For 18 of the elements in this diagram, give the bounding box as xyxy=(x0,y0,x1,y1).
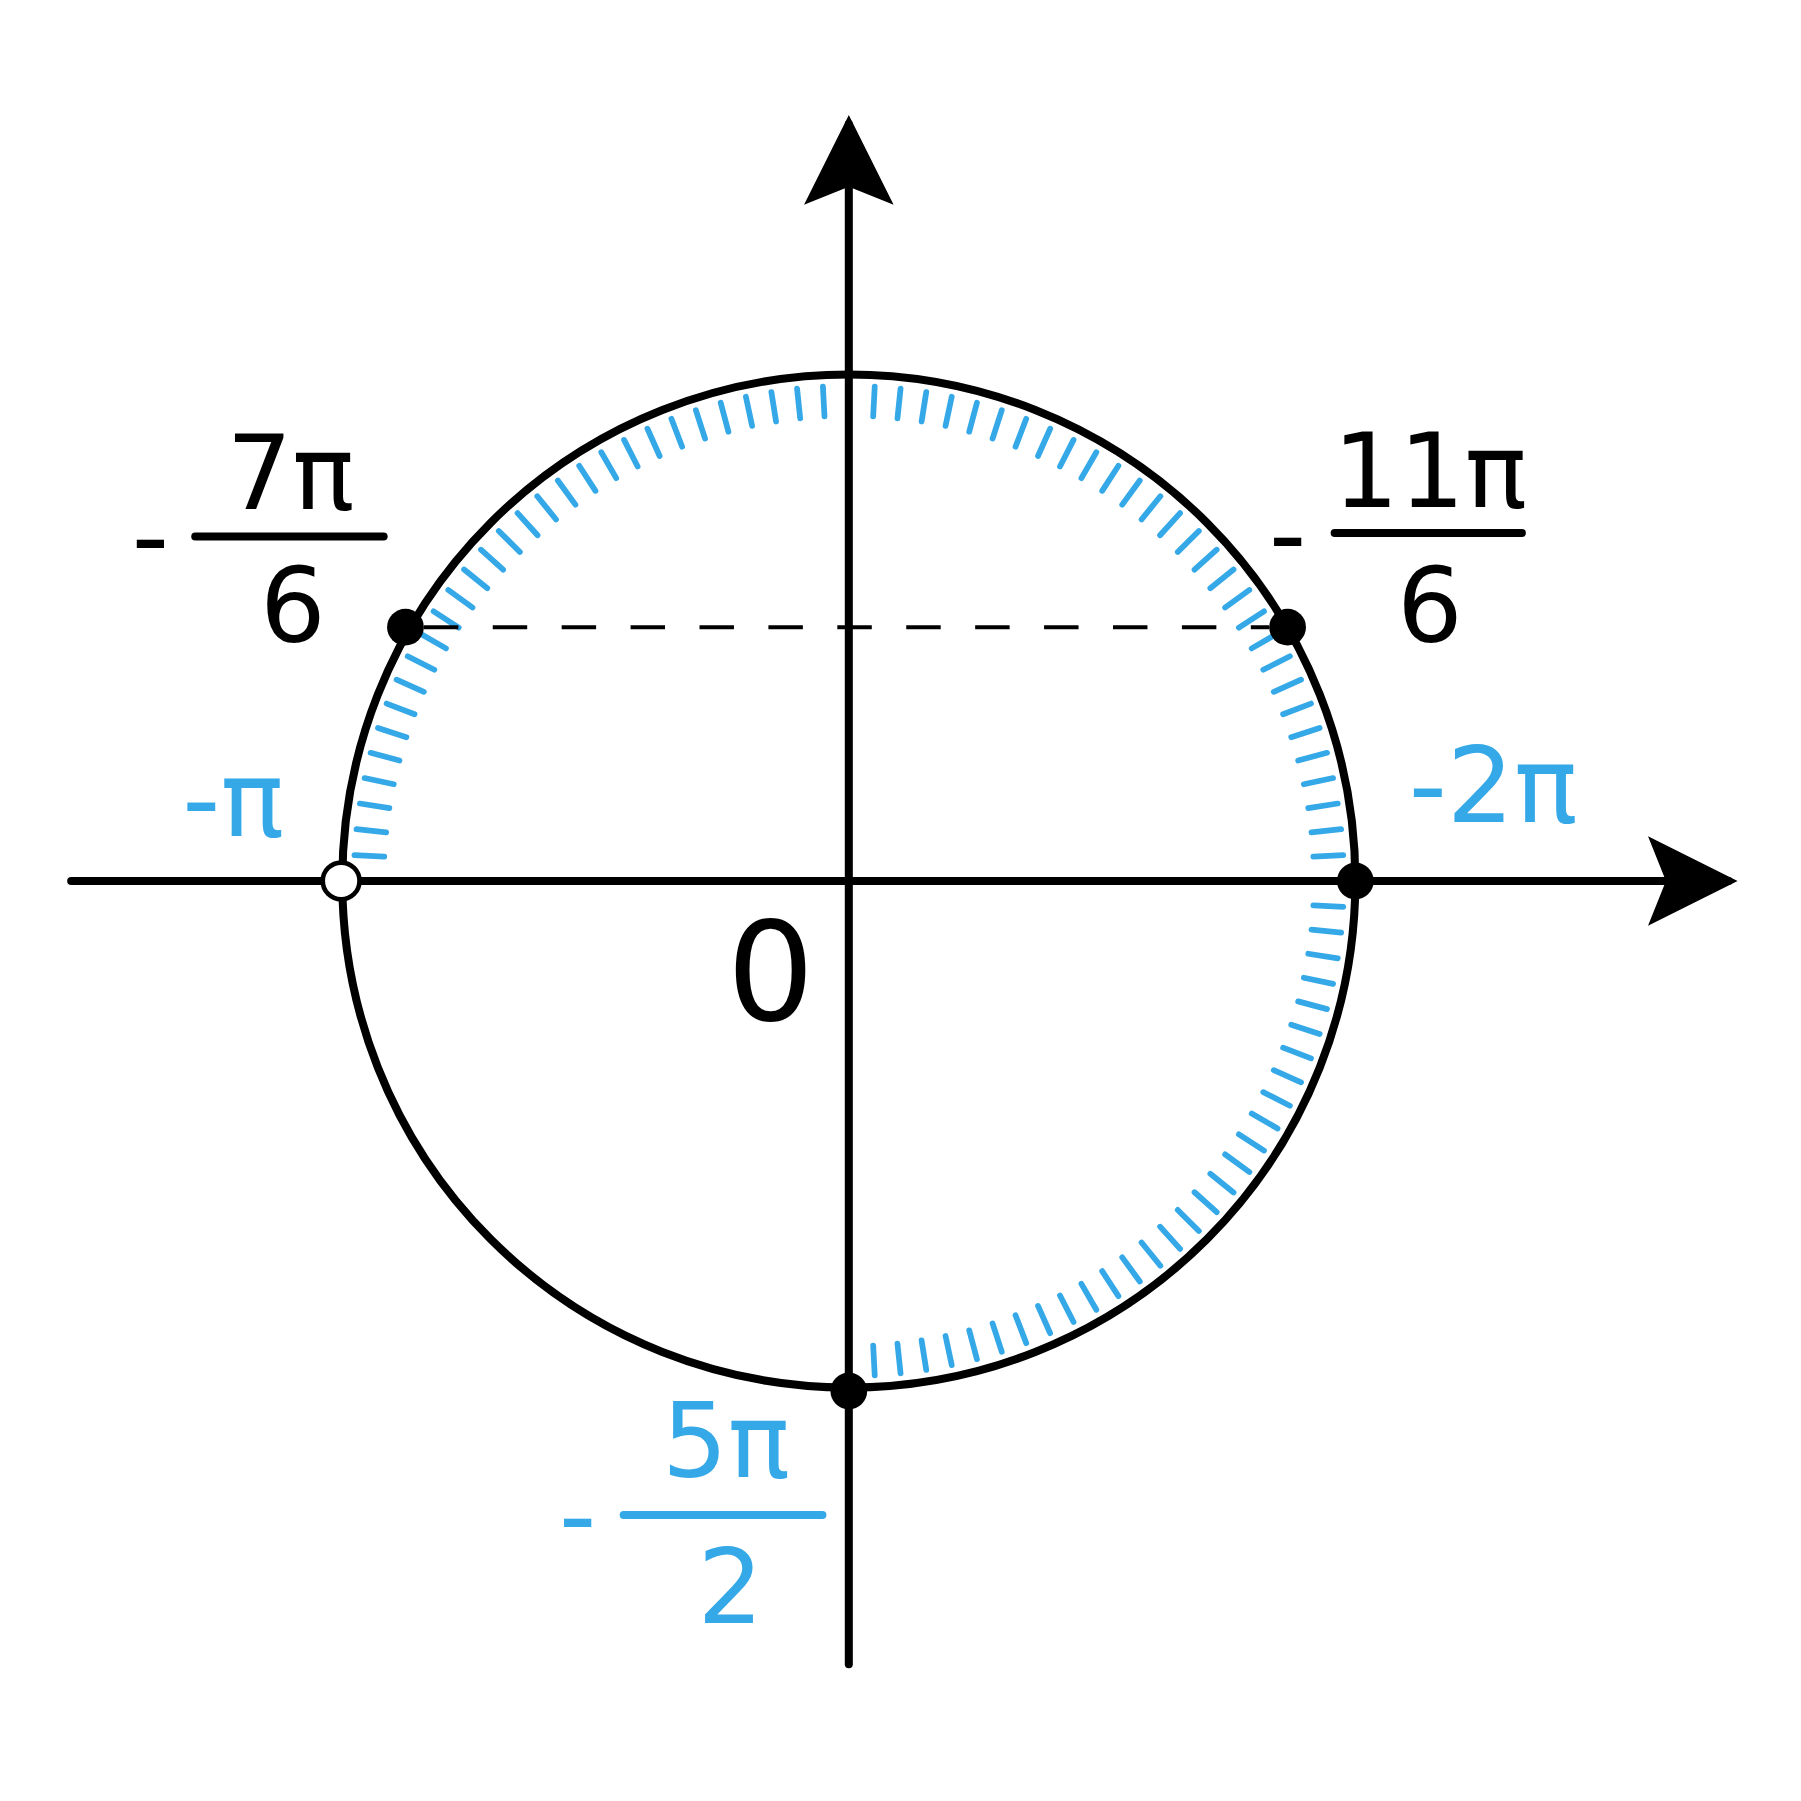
denominator: 6 xyxy=(260,554,326,659)
minus-sign: - xyxy=(559,1463,597,1567)
angle-label: -2π xyxy=(1408,733,1578,840)
origin-label: 0 xyxy=(726,903,815,1042)
denominator: 6 xyxy=(1397,554,1463,659)
open-point xyxy=(320,860,362,902)
denominator: 2 xyxy=(697,1535,764,1640)
numerator: 7π xyxy=(226,421,355,525)
angle-label: -π xyxy=(182,747,285,854)
filled-point xyxy=(1336,862,1374,900)
filled-point xyxy=(387,608,424,646)
numerator: 11π xyxy=(1333,419,1527,523)
minus-sign: - xyxy=(1268,482,1307,586)
dashed-line xyxy=(423,625,1270,630)
filled-point xyxy=(830,1372,868,1410)
minus-sign: - xyxy=(131,484,170,589)
numerator: 5π xyxy=(661,1389,790,1494)
filled-point xyxy=(1269,608,1306,646)
